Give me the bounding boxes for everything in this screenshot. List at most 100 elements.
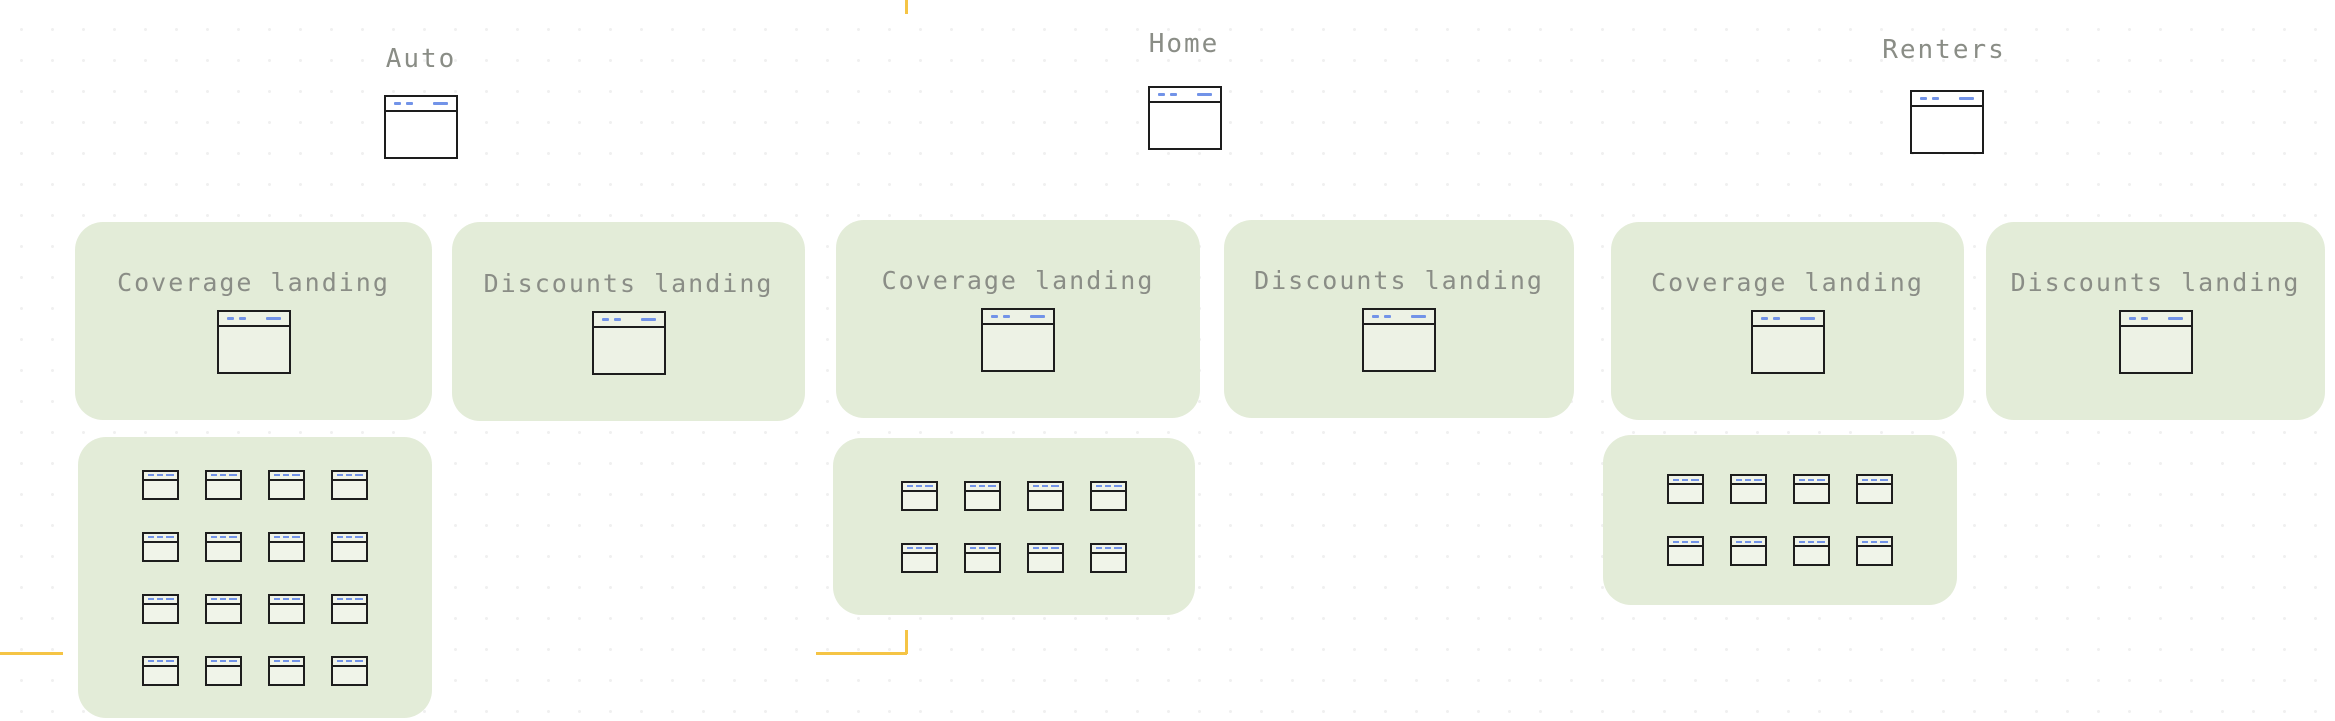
titlebar-dash — [1051, 547, 1059, 549]
page-thumbnail-icon[interactable] — [1730, 474, 1767, 504]
subpage-thumbnail-grid — [901, 480, 1127, 573]
page-thumbnail-icon[interactable] — [142, 531, 179, 562]
card-home-discounts-landing[interactable]: Discounts landing — [1224, 220, 1574, 418]
thumbnail-titlebar — [333, 534, 366, 543]
titlebar-dash — [337, 474, 343, 476]
window-titlebar — [1150, 88, 1220, 103]
thumbnail-titlebar — [144, 596, 177, 605]
page-thumbnail-icon[interactable] — [1730, 536, 1767, 566]
titlebar-dash — [1384, 315, 1391, 318]
page-thumbnail-icon[interactable] — [331, 655, 368, 686]
card-auto-discounts-landing[interactable]: Discounts landing — [452, 222, 805, 421]
page-thumbnail-icon[interactable] — [142, 655, 179, 686]
titlebar-dash — [979, 485, 985, 487]
titlebar-dash — [157, 598, 163, 600]
guide-line — [816, 652, 907, 655]
page-thumbnail-icon[interactable] — [1856, 536, 1893, 566]
thumbnail-titlebar — [1732, 538, 1765, 547]
card-auto-coverage-landing[interactable]: Coverage landing — [75, 222, 432, 420]
card-home-coverage-subpages[interactable] — [833, 438, 1195, 615]
titlebar-dash — [157, 474, 163, 476]
page-thumbnail-icon[interactable] — [205, 469, 242, 500]
browser-window-icon[interactable] — [1910, 90, 1984, 154]
titlebar-dash — [1862, 478, 1868, 481]
titlebar-dash — [229, 598, 237, 600]
page-thumbnail-icon[interactable] — [268, 469, 305, 500]
page-thumbnail-icon[interactable] — [1090, 480, 1127, 511]
page-thumbnail-icon[interactable] — [964, 480, 1001, 511]
page-thumbnail-icon[interactable] — [205, 593, 242, 624]
titlebar-dash — [1105, 485, 1111, 487]
page-thumbnail-icon[interactable] — [1793, 474, 1830, 504]
page-thumbnail-icon[interactable] — [1667, 474, 1704, 504]
thumbnail-titlebar — [1092, 545, 1125, 554]
titlebar-dash — [355, 660, 363, 662]
card-renters-coverage-subpages[interactable] — [1603, 435, 1957, 605]
thumbnail-titlebar — [333, 472, 366, 481]
titlebar-dash — [1030, 315, 1045, 318]
thumbnail-titlebar — [966, 483, 999, 492]
thumbnail-titlebar — [207, 472, 240, 481]
page-thumbnail-icon[interactable] — [331, 531, 368, 562]
page-thumbnail-icon[interactable] — [1856, 474, 1893, 504]
page-thumbnail-icon[interactable] — [268, 655, 305, 686]
titlebar-dash — [1808, 478, 1814, 481]
titlebar-dash — [1114, 547, 1122, 549]
titlebar-dash — [640, 317, 656, 321]
page-thumbnail-icon[interactable] — [1090, 542, 1127, 573]
card-renters-coverage-landing[interactable]: Coverage landing — [1611, 222, 1964, 420]
page-thumbnail-icon[interactable] — [205, 531, 242, 562]
titlebar-dash — [226, 317, 234, 320]
thumbnail-titlebar — [144, 472, 177, 481]
card-renters-discounts-landing[interactable]: Discounts landing — [1986, 222, 2325, 420]
titlebar-dash — [433, 102, 448, 105]
titlebar-dash — [1799, 540, 1805, 543]
browser-window-icon[interactable] — [1148, 86, 1222, 150]
thumbnail-titlebar — [1029, 545, 1062, 554]
page-thumbnail-icon[interactable] — [331, 469, 368, 500]
page-thumbnail-icon[interactable] — [1027, 542, 1064, 573]
titlebar-dash — [394, 102, 401, 105]
titlebar-dash — [1673, 478, 1679, 481]
page-thumbnail-icon[interactable] — [901, 542, 938, 573]
titlebar-dash — [292, 660, 300, 662]
page-thumbnail-icon[interactable] — [1027, 480, 1064, 511]
titlebar-dash — [1096, 547, 1102, 549]
titlebar-dash — [1197, 93, 1212, 96]
browser-window-icon[interactable] — [384, 95, 458, 159]
titlebar-dash — [916, 547, 922, 549]
titlebar-dash — [1745, 478, 1751, 481]
card-auto-coverage-subpages[interactable] — [78, 437, 432, 718]
titlebar-dash — [988, 547, 996, 549]
page-thumbnail-icon[interactable] — [964, 542, 1001, 573]
titlebar-dash — [1105, 547, 1111, 549]
titlebar-dash — [1772, 317, 1780, 320]
browser-window-icon — [1362, 308, 1436, 372]
page-thumbnail-icon[interactable] — [1793, 536, 1830, 566]
titlebar-dash — [355, 536, 363, 538]
page-thumbnail-icon[interactable] — [268, 531, 305, 562]
titlebar-dash — [166, 474, 174, 476]
titlebar-dash — [1880, 540, 1888, 543]
subpage-thumbnail-grid — [1667, 474, 1893, 566]
page-thumbnail-icon[interactable] — [268, 593, 305, 624]
page-thumbnail-icon[interactable] — [205, 655, 242, 686]
titlebar-dash — [1808, 540, 1814, 543]
titlebar-dash — [1411, 315, 1426, 318]
titlebar-dash — [1042, 547, 1048, 549]
titlebar-dash — [1871, 478, 1877, 481]
browser-window-icon — [981, 308, 1055, 372]
titlebar-dash — [1096, 485, 1102, 487]
titlebar-dash — [1673, 540, 1679, 543]
card-home-coverage-landing[interactable]: Coverage landing — [836, 220, 1200, 418]
titlebar-dash — [1682, 478, 1688, 481]
page-thumbnail-icon[interactable] — [142, 469, 179, 500]
page-thumbnail-icon[interactable] — [901, 480, 938, 511]
titlebar-dash — [2140, 317, 2148, 320]
thumbnail-titlebar — [207, 658, 240, 667]
page-thumbnail-icon[interactable] — [331, 593, 368, 624]
window-titlebar — [218, 312, 289, 327]
page-thumbnail-icon[interactable] — [142, 593, 179, 624]
guide-line — [905, 630, 908, 654]
page-thumbnail-icon[interactable] — [1667, 536, 1704, 566]
